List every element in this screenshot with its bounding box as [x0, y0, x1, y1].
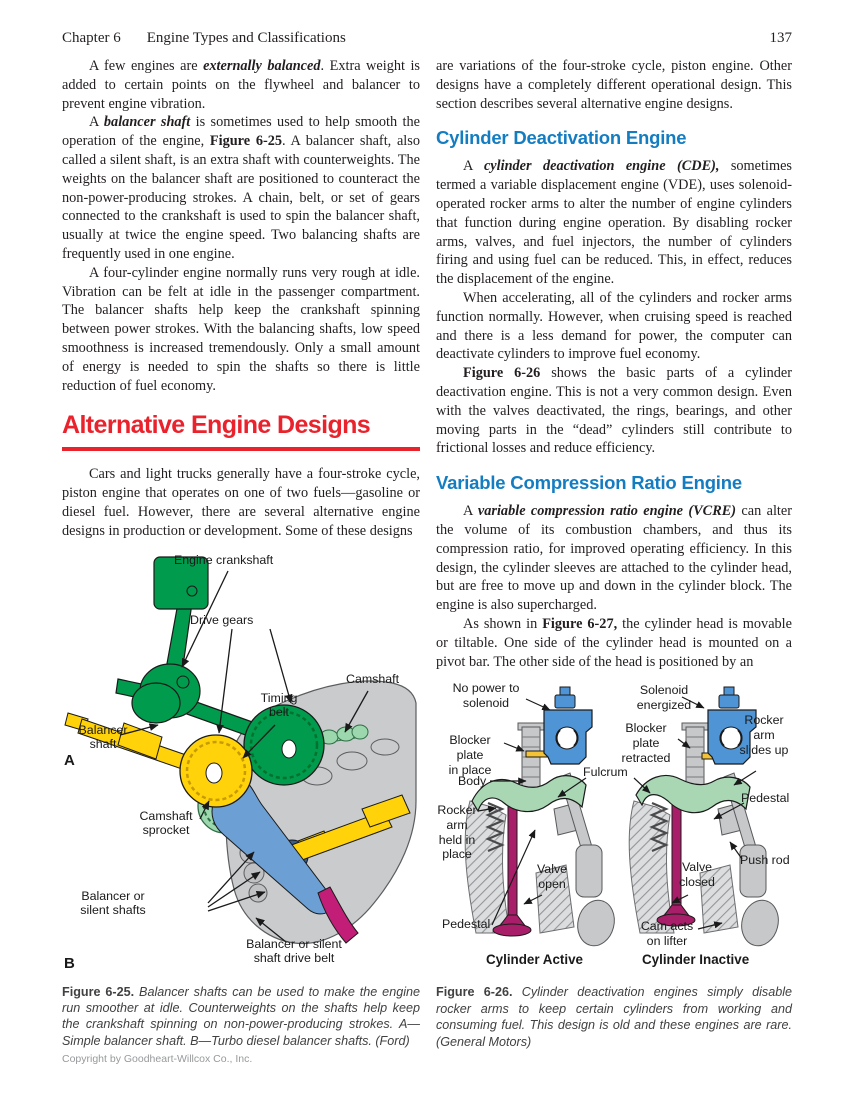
cylinder-inactive-graphic: [628, 686, 779, 947]
label-push-rod: Push rod: [740, 853, 790, 868]
paragraph-accelerating: When accelerating, all of the cylinders …: [436, 289, 792, 363]
label-rocker-arm-slides-up: Rocker arm slides up: [739, 713, 789, 757]
section-heading-alternative-engine-designs: Alternative Engine Designs: [62, 411, 420, 452]
figure-6-25: Engine crankshaft Drive gears Timing bel…: [62, 551, 420, 976]
paragraph-variations: are variations of the four-stroke cycle,…: [436, 58, 792, 112]
label-part-a: A: [64, 751, 75, 769]
label-cylinder-active: Cylinder Active: [486, 952, 583, 968]
label-part-b: B: [64, 954, 75, 972]
chapter-number: Chapter 6: [62, 30, 121, 46]
label-body: Body: [458, 774, 487, 789]
label-drive-gears: Drive gears: [190, 612, 254, 627]
figure-6-26-caption: Figure 6-26. Cylinder deactivation engin…: [436, 985, 793, 1049]
section-heading-cylinder-deactivation: Cylinder Deactivation Engine: [436, 127, 687, 149]
copyright-notice: Copyright by Goodheart-Willcox Co., Inc.: [62, 1053, 253, 1065]
cylinder-active-graphic: [464, 686, 615, 947]
paragraph-cars-trucks: Cars and light trucks generally have a f…: [62, 466, 420, 539]
section-heading-variable-compression: Variable Compression Ratio Engine: [436, 472, 742, 494]
label-blocker-plate-in-place: Blocker plate in place: [448, 733, 492, 777]
label-cam-acts-on-lifter: Cam acts on lifter: [640, 919, 694, 948]
page-header: Chapter 6 Engine Types and Classificatio…: [62, 30, 792, 47]
figure-6-25-illustration: [64, 555, 417, 944]
label-camshaft: Camshaft: [346, 671, 400, 686]
label-no-power-to-solenoid: No power to solenoid: [452, 681, 520, 710]
label-solenoid-energized: Solenoid energized: [636, 683, 692, 712]
label-balancer-drive-belt: Balancer or silent shaft drive belt: [246, 936, 342, 966]
paragraph-cde: A cylinder deactivation engine (CDE), so…: [436, 158, 792, 288]
right-column: are variations of the four-stroke cycle,…: [436, 57, 792, 1050]
label-valve-closed: Valve closed: [679, 860, 715, 889]
figure-6-25-caption: Figure 6-25. Balancer shafts can be used…: [62, 984, 421, 1048]
label-balancer-shaft: Balancer shaft: [78, 722, 128, 752]
figure-6-26: No power to solenoid Solenoid energized …: [436, 681, 792, 976]
paragraph-figure-6-26: Figure 6-26 shows the basic parts of a c…: [436, 365, 792, 457]
figure-6-26-leader-arrows: [477, 696, 757, 930]
label-engine-crankshaft: Engine crankshaft: [174, 552, 274, 567]
page-number: 137: [769, 30, 793, 46]
paragraph-vcre: A variable compression ratio engine (VCR…: [436, 503, 792, 614]
left-column: A few engines are externally balanced. E…: [62, 57, 420, 1049]
label-pedestal-right: Pedestal: [741, 791, 790, 806]
chapter-title: Engine Types and Classifications: [146, 30, 346, 46]
figure-6-26-illustration: [464, 686, 779, 947]
label-pedestal-left: Pedestal: [442, 917, 491, 932]
label-valve-open: Valve open: [536, 862, 568, 891]
label-timing-belt: Timing belt: [260, 690, 298, 720]
paragraph-as-shown: As shown in Figure 6-27, the cylinder he…: [436, 615, 793, 670]
paragraph-balancer-shaft: A balancer shaft is sometimes used to he…: [62, 114, 420, 262]
label-camshaft-sprocket: Camshaft sprocket: [139, 808, 193, 838]
figure-6-25-leader-arrows: [119, 570, 369, 943]
simple-balancer-shaft-graphic: [64, 555, 325, 808]
paragraph-externally-balanced: A few engines are externally balanced. E…: [62, 58, 420, 112]
label-cylinder-inactive: Cylinder Inactive: [642, 952, 750, 968]
label-balancer-silent-shafts: Balancer or silent shafts: [80, 888, 146, 918]
label-fulcrum: Fulcrum: [583, 765, 628, 780]
label-rocker-arm-held: Rocker arm held in place: [437, 803, 477, 862]
paragraph-four-cylinder: A four-cylinder engine normally runs ver…: [62, 264, 420, 394]
label-blocker-plate-retracted: Blocker plate retracted: [621, 721, 671, 765]
